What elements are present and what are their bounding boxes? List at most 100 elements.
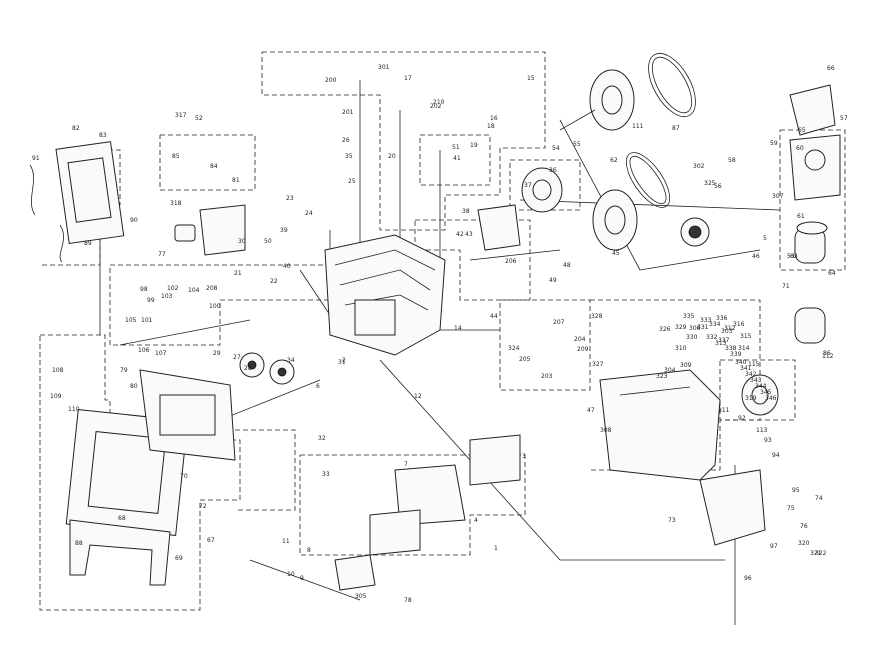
callout: 201 — [342, 109, 354, 116]
callout: 303 — [721, 328, 733, 335]
callout: 50 — [264, 238, 272, 245]
callout: 84 — [210, 163, 218, 170]
callout: 208 — [206, 285, 218, 292]
callout: 7 — [404, 461, 408, 468]
callout: 86 — [823, 350, 831, 357]
callout: 94 — [772, 452, 780, 459]
callout: 19 — [470, 142, 478, 149]
callout: 14 — [454, 325, 462, 332]
callout: 316 — [733, 321, 745, 328]
flywheel-lower — [592, 189, 638, 251]
callout: 10 — [287, 571, 295, 578]
callout: 346 — [765, 395, 777, 402]
callout: 324 — [508, 345, 520, 352]
callout: 335 — [683, 313, 695, 320]
callout: 102 — [167, 285, 179, 292]
callout: 115 — [748, 361, 760, 368]
callout: 22 — [270, 278, 278, 285]
callout: 306 — [689, 325, 701, 332]
callout: 87 — [672, 125, 680, 132]
callout: 68 — [118, 515, 126, 522]
callout: 325 — [704, 180, 716, 187]
callout: 338 — [725, 345, 737, 352]
motor-right — [794, 221, 828, 344]
callout: 313 — [715, 340, 727, 347]
callout: 54 — [552, 145, 560, 152]
callout: 110 — [68, 406, 80, 413]
callout: 43 — [465, 231, 473, 238]
callout-labels: 52 82 83 85 91 90 89 57 58 59 60 61 63 6… — [32, 64, 848, 604]
callout: 337 — [718, 337, 730, 344]
callout: 66 — [827, 65, 835, 72]
callout: 202 — [430, 103, 442, 110]
callout: 34 — [287, 357, 295, 364]
callout: 73 — [668, 517, 676, 524]
callout: 58 — [728, 157, 736, 164]
callout: 52 — [195, 115, 203, 122]
callout: 39 — [280, 227, 288, 234]
callout: 302 — [693, 163, 705, 170]
callout: 57 — [840, 115, 848, 122]
callout: 329 — [675, 324, 687, 331]
callout: 4 — [474, 517, 478, 524]
callout: 111 — [632, 123, 644, 130]
callout: 304 — [664, 367, 676, 374]
callout: 308 — [600, 427, 612, 434]
drive-belt-upper — [648, 52, 696, 118]
callout: 340 — [735, 359, 747, 366]
callout: 30 — [238, 238, 246, 245]
callout: 112 — [822, 353, 834, 360]
callout: 85 — [172, 153, 180, 160]
callout: 44 — [490, 313, 498, 320]
callout: 63 — [790, 253, 798, 260]
gear-pulley — [680, 217, 710, 247]
callout: 334 — [709, 321, 721, 328]
flywheel-upper — [559, 69, 635, 131]
callout: 339 — [730, 351, 742, 358]
callout: 9 — [300, 575, 304, 582]
callout: 83 — [99, 132, 107, 139]
callout: 62 — [610, 157, 618, 164]
callout: 311 — [718, 407, 730, 414]
callout: 310 — [675, 345, 687, 352]
callout: 323 — [656, 373, 668, 380]
callout: 79 — [120, 367, 128, 374]
callout: 101 — [141, 317, 153, 324]
callout: 315 — [740, 333, 752, 340]
callout: 67 — [207, 537, 215, 544]
head-assembly — [174, 204, 246, 256]
callout: 36 — [549, 167, 557, 174]
callout: 59 — [770, 140, 778, 147]
callout: 97 — [770, 543, 778, 550]
right-upper-bracket — [789, 84, 841, 201]
callout: 344 — [755, 383, 767, 390]
callout: 103 — [161, 293, 173, 300]
callout: 70 — [180, 473, 188, 480]
callout: 55 — [573, 141, 581, 148]
callout: 113 — [756, 427, 768, 434]
callout: 328 — [591, 313, 603, 320]
callout: 37 — [524, 182, 532, 189]
callout: 27 — [233, 354, 241, 361]
callout: 20 — [388, 153, 396, 160]
callout: 200 — [325, 77, 337, 84]
callout: 28 — [244, 365, 252, 372]
callout: 318 — [170, 200, 182, 207]
callout: 77 — [158, 251, 166, 258]
callout: 12 — [414, 393, 422, 400]
drive-belt-lower — [625, 152, 671, 208]
callout: 331 — [697, 324, 709, 331]
callout: 327 — [592, 361, 604, 368]
callout: 64 — [828, 270, 836, 277]
callout: 332 — [706, 334, 718, 341]
callout: 41 — [453, 155, 461, 162]
motor-lower-right — [741, 374, 779, 416]
callout: 95 — [792, 487, 800, 494]
callout: 93 — [764, 437, 772, 444]
callout: 8 — [307, 547, 311, 554]
callout: 107 — [155, 350, 167, 357]
callout: 336 — [716, 315, 728, 322]
callout: 312 — [724, 325, 736, 332]
callout: 210 — [433, 99, 445, 106]
callout: 61 — [797, 213, 805, 220]
